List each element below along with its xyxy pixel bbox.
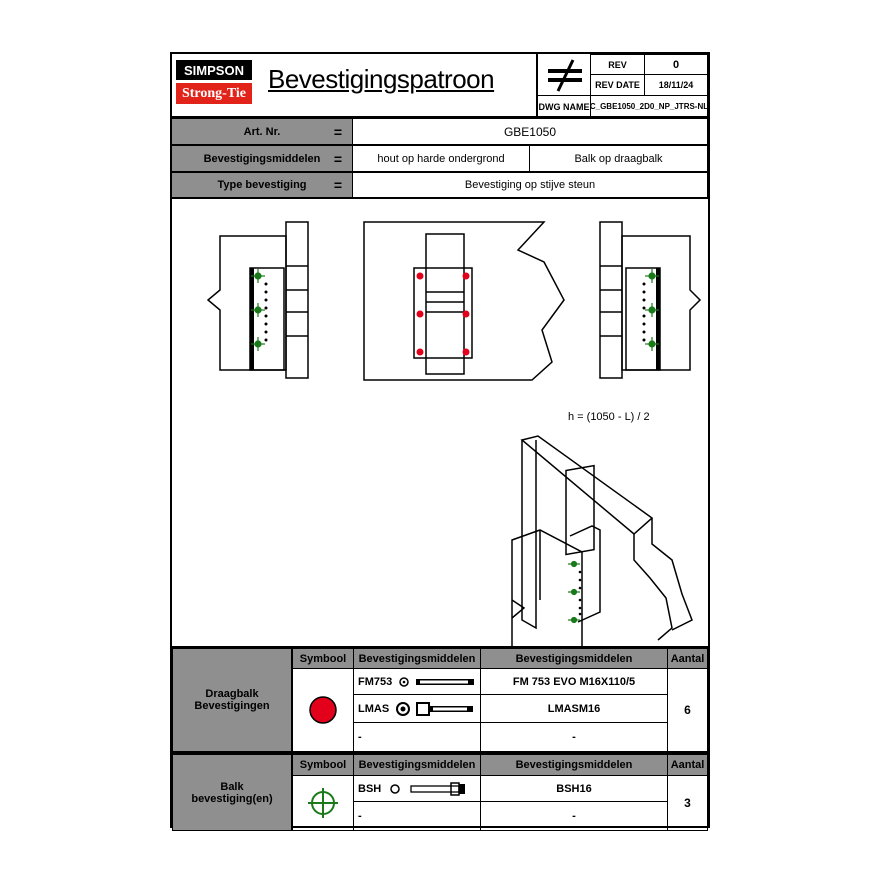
simpson-logo-text: SIMPSON: [176, 60, 252, 80]
table2-symbol: [292, 775, 354, 831]
col-middelen-2: Bevestigingsmiddelen: [480, 754, 668, 776]
table2-row2-name: -: [480, 801, 668, 831]
table2-group-label: Balk bevestiging(en): [172, 754, 292, 831]
technical-drawing: h = (1050 - L) / 2: [206, 221, 702, 646]
bolt-icon: [390, 781, 466, 796]
table1-row2-code: LMAS: [353, 694, 481, 723]
rev-label: REV: [590, 54, 645, 75]
middelen-label-text: Bevestigingsmiddelen: [203, 152, 321, 165]
anchor-icon: [399, 676, 475, 687]
middelen-value-1: hout op harde ondergrond: [352, 145, 530, 172]
middle-view: [363, 221, 565, 381]
symbol-box: [536, 54, 591, 96]
art-nr-value: GBE1050: [352, 118, 708, 145]
lmas-anchor-icon: [396, 701, 474, 716]
left-view: [206, 221, 309, 379]
code-text: LMAS: [358, 702, 390, 715]
code-text: FM753: [358, 675, 393, 688]
table1-row1-code: FM753: [353, 668, 481, 695]
type-value: Bevestiging op stijve steun: [352, 172, 708, 199]
isometric-view: [511, 435, 693, 646]
col-middelen: Bevestigingsmiddelen: [353, 754, 481, 776]
formula-text: h = (1050 - L) / 2: [568, 411, 650, 423]
art-nr-label: Art. Nr. =: [172, 118, 352, 145]
red-dot-icon: [309, 696, 337, 724]
type-label-text: Type bevestiging: [217, 179, 307, 191]
table1-aantal: 6: [667, 668, 708, 752]
table2-row2-code: -: [353, 801, 481, 831]
equals-sign: =: [333, 150, 342, 167]
group-label-line1: Draagbalk: [205, 688, 259, 700]
type-label: Type bevestiging =: [172, 172, 352, 199]
group-label-line2: Bevestigingen: [194, 700, 270, 712]
equals-sign: =: [333, 177, 342, 193]
col-aantal: Aantal: [667, 754, 708, 776]
col-symbool: Symbool: [292, 754, 354, 776]
dwg-name-label: DWG NAME: [536, 95, 591, 118]
equals-sign: =: [333, 123, 342, 140]
table1-group-label: Draagbalk Bevestigingen: [172, 648, 292, 752]
table1-row3-code: -: [353, 722, 481, 752]
table-2: Balk bevestiging(en) Symbool Bevestiging…: [172, 751, 708, 831]
table1-row1-name: FM 753 EVO M16X110/5: [480, 668, 668, 695]
right-view: [599, 221, 702, 379]
rev-date-label: REV DATE: [590, 74, 645, 96]
table2-row1-name: BSH16: [480, 775, 668, 802]
code-text: BSH: [358, 782, 382, 795]
col-middelen: Bevestigingsmiddelen: [353, 648, 481, 669]
col-symbool: Symbool: [292, 648, 354, 669]
dwg-name-value: C_GBE1050_2D0_NP_JTRS-NL: [590, 95, 708, 118]
table2-row1-code: BSH: [353, 775, 481, 802]
middelen-label: Bevestigingsmiddelen =: [172, 145, 352, 172]
col-aantal: Aantal: [667, 648, 708, 669]
middelen-value-2: Balk op draagbalk: [529, 145, 708, 172]
col-middelen-2: Bevestigingsmiddelen: [480, 648, 668, 669]
table-1: Draagbalk Bevestigingen Symbool Bevestig…: [172, 646, 708, 752]
not-equal-icon: [548, 59, 582, 92]
drawing-sheet: SIMPSON Strong-Tie Bevestigingspatroon D…: [170, 52, 710, 831]
title-block: SIMPSON Strong-Tie Bevestigingspatroon D…: [172, 54, 708, 118]
green-crosshair-icon: [308, 788, 338, 818]
rev-value: 0: [644, 54, 708, 75]
table2-aantal: 3: [667, 775, 708, 831]
page-title: Bevestigingspatroon: [268, 64, 495, 94]
table1-symbol: [292, 668, 354, 752]
table1-row3-name: -: [480, 722, 668, 752]
table1-row2-name: LMASM16: [480, 694, 668, 723]
rev-date-value: 18/11/24: [644, 74, 708, 96]
group-label-line2: bevestiging(en): [191, 792, 273, 805]
art-nr-label-text: Art. Nr.: [243, 125, 281, 138]
strong-tie-logo-text: Strong-Tie: [176, 83, 252, 104]
group-label-line1: Balk: [220, 780, 244, 793]
